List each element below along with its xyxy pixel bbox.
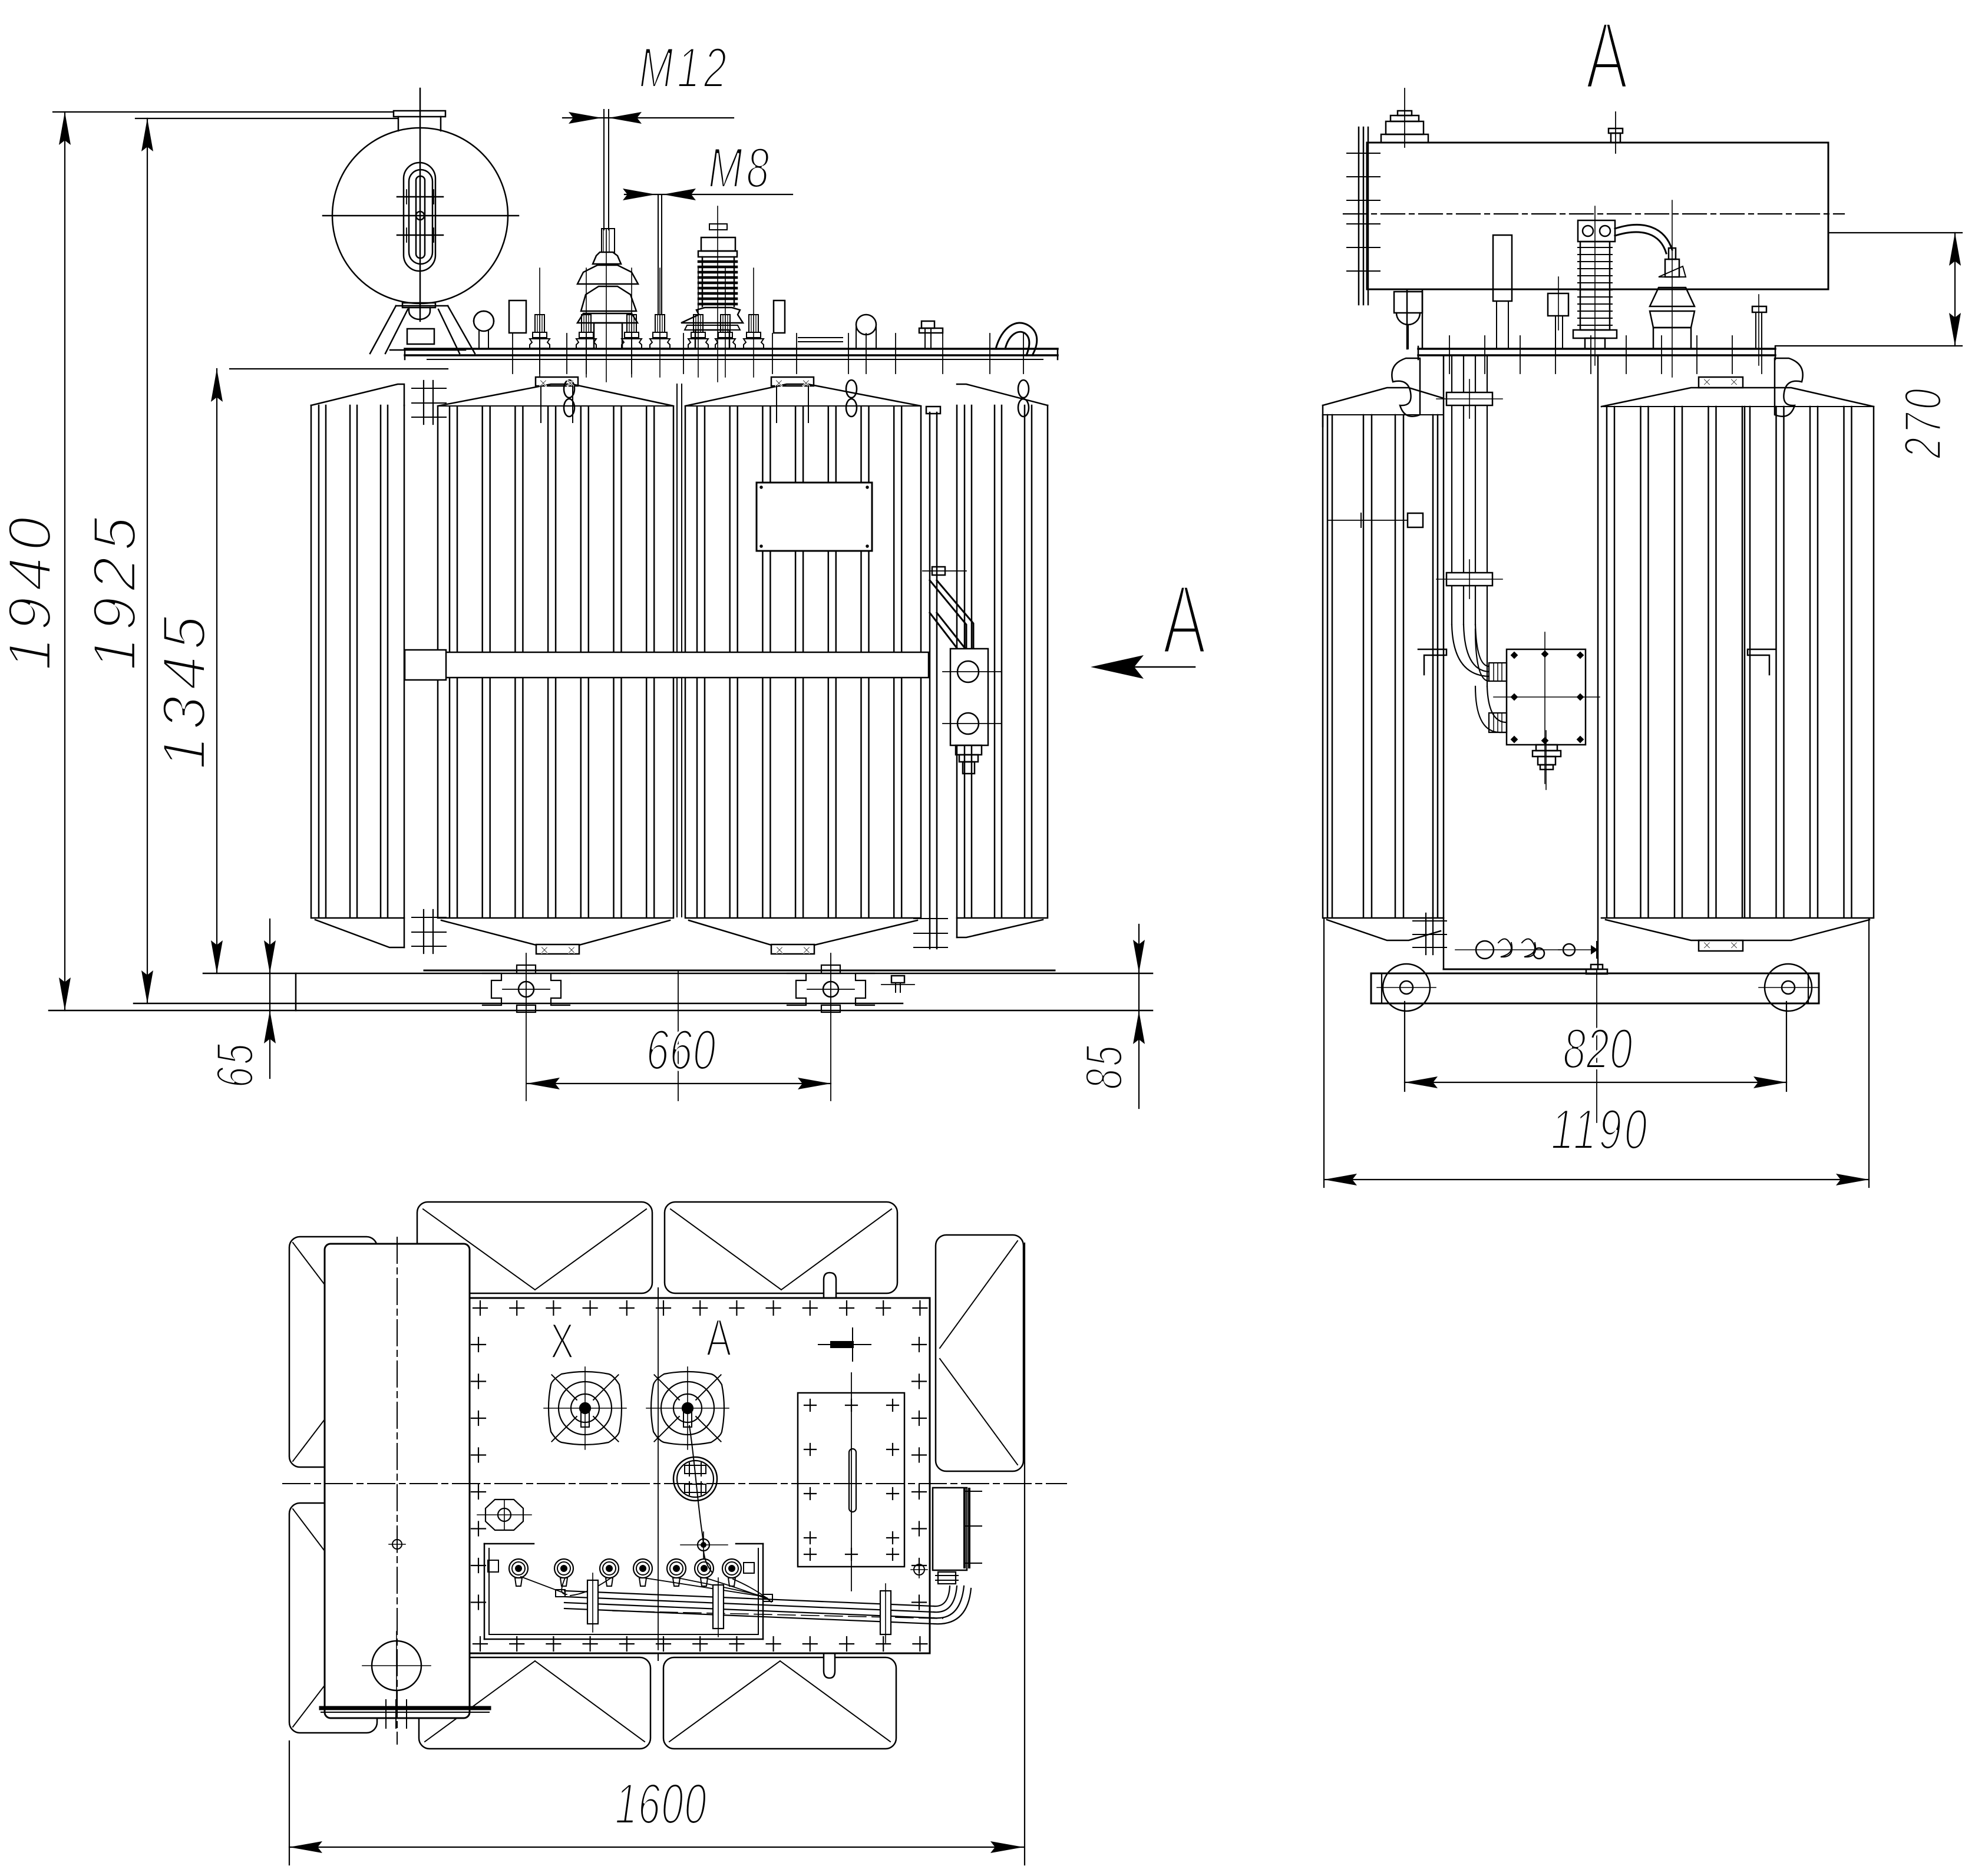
svg-text:×: × bbox=[774, 374, 783, 392]
svg-text:×: × bbox=[775, 941, 784, 959]
svg-text:1600: 1600 bbox=[615, 1772, 708, 1836]
svg-text:1190: 1190 bbox=[1551, 1097, 1649, 1161]
svg-text:×: × bbox=[801, 374, 810, 392]
svg-text:×: × bbox=[566, 374, 574, 392]
svg-text:×: × bbox=[1702, 373, 1711, 391]
svg-text:×: × bbox=[567, 941, 576, 959]
svg-text:660: 660 bbox=[646, 1018, 716, 1082]
svg-text:M8: M8 bbox=[708, 136, 773, 200]
svg-text:×: × bbox=[1729, 936, 1738, 954]
svg-text:×: × bbox=[1702, 936, 1711, 954]
svg-text:A: A bbox=[1162, 564, 1206, 674]
svg-text:85: 85 bbox=[1075, 1043, 1134, 1089]
svg-text:A: A bbox=[1586, 3, 1628, 110]
svg-text:×: × bbox=[1729, 373, 1738, 391]
svg-text:M12: M12 bbox=[639, 35, 730, 100]
svg-text:X: X bbox=[550, 1313, 574, 1369]
svg-text:270: 270 bbox=[1894, 385, 1953, 459]
svg-text:1940: 1940 bbox=[0, 511, 64, 671]
svg-text:×: × bbox=[540, 941, 549, 959]
svg-text:A: A bbox=[706, 1309, 732, 1368]
svg-text:×: × bbox=[539, 374, 547, 392]
svg-text:×: × bbox=[802, 941, 811, 959]
svg-text:1345: 1345 bbox=[150, 610, 219, 769]
svg-text:1925: 1925 bbox=[81, 511, 149, 671]
svg-text:820: 820 bbox=[1563, 1016, 1633, 1081]
svg-text:65: 65 bbox=[206, 1042, 265, 1088]
